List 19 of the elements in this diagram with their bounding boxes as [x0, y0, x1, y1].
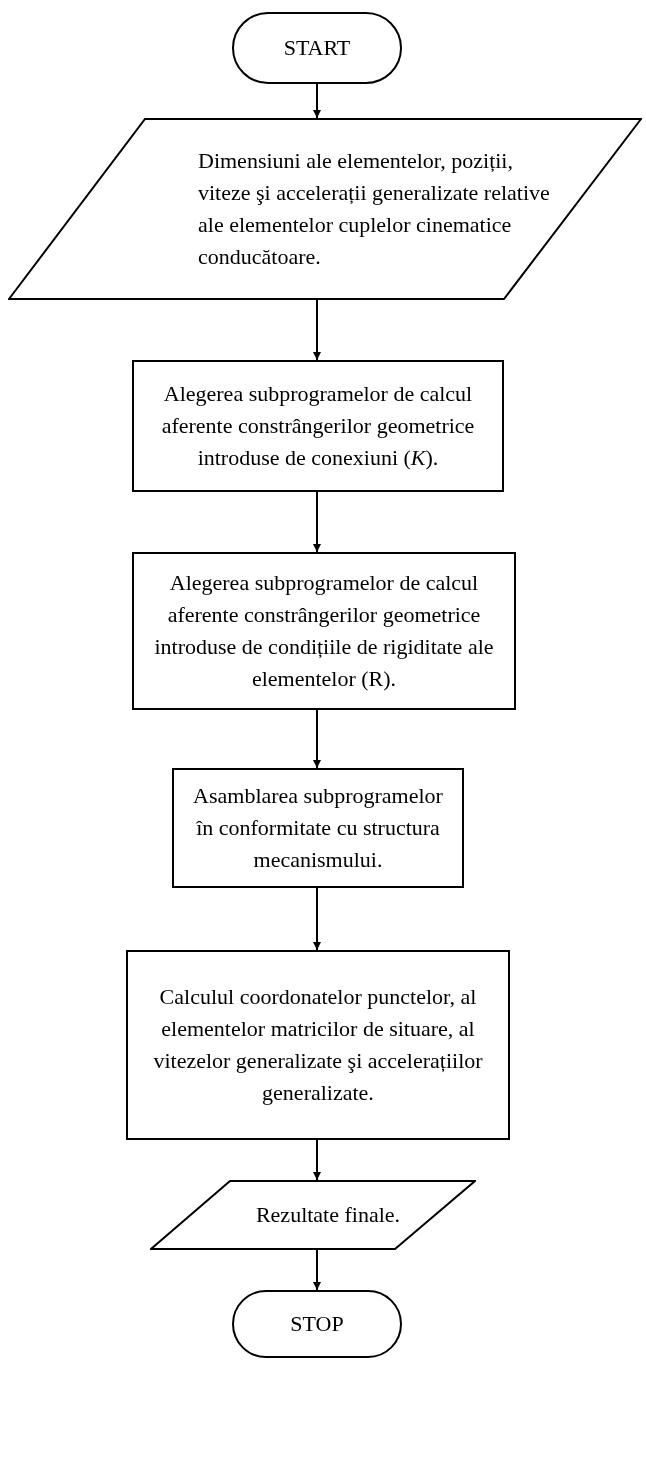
arrow	[313, 491, 321, 553]
arrow	[313, 1249, 321, 1291]
arrow	[313, 709, 321, 769]
process-box	[132, 552, 516, 710]
process-box	[172, 768, 464, 888]
node-text: Asamblarea subprogramelor în conformitate cu structura mecanismului.	[192, 782, 444, 874]
process-box	[126, 950, 510, 1140]
node-text: Dimensiuni ale elementelor, poziții, viteze şi accelerații generalizate relative ale elementelor cuplelor cinematice conducătoare.	[198, 147, 551, 271]
node-text: Alegerea subprogramelor de calcul aferente constrângerilor geometrice introduse de conexiuni (K).	[160, 380, 476, 472]
node-text: Rezultate finale.	[255, 1201, 401, 1229]
arrow	[313, 1139, 321, 1181]
node-text: Alegerea subprogramelor de calcul aferente constrângerilor geometrice introduse de condițiile de rigiditate ale elementelor (R).	[153, 569, 495, 693]
node-text: START	[283, 34, 351, 62]
node-text: STOP	[290, 1310, 344, 1338]
arrow	[313, 83, 321, 119]
arrow	[313, 299, 321, 361]
node-text: Calculul coordonatelor punctelor, al elementelor matricilor de situare, al vitezelor generalizate şi accelerațiilor generalizate.	[152, 983, 484, 1107]
process-box	[132, 360, 504, 492]
arrow	[313, 887, 321, 951]
